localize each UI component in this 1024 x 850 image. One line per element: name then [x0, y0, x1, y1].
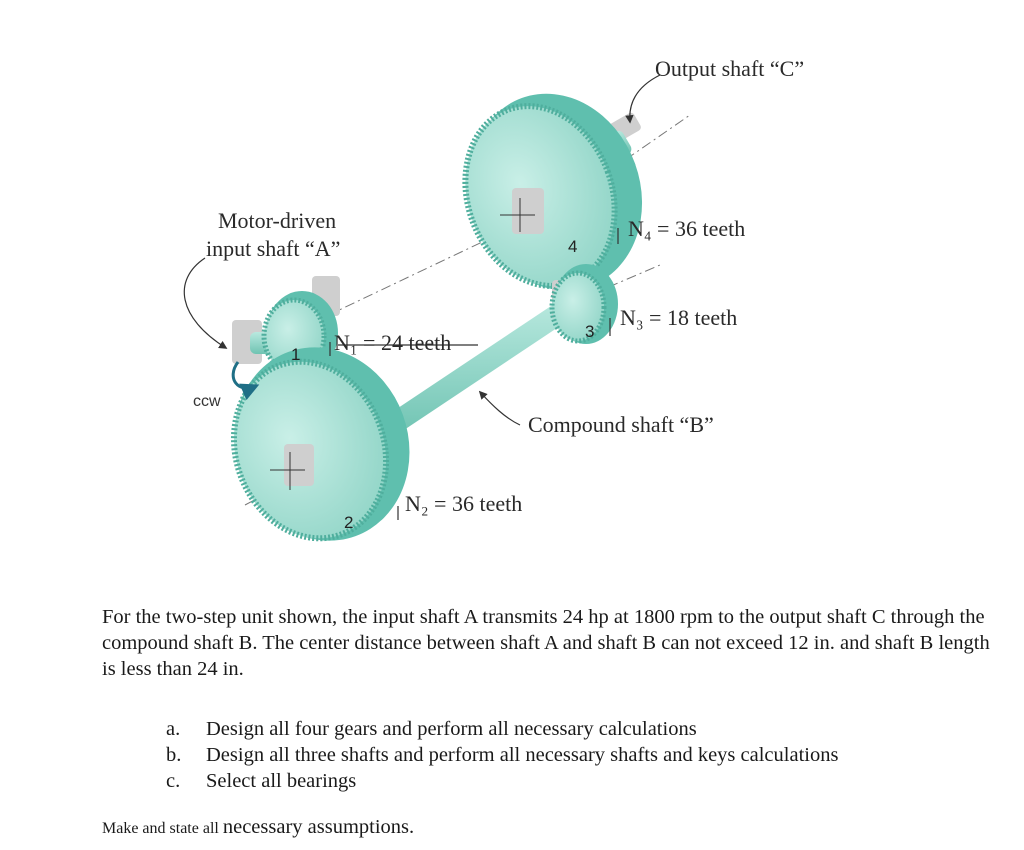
ccw-arrow: [231, 361, 260, 401]
task-item: b. Design all three shafts and perform a…: [166, 742, 838, 768]
note-prefix: Make and state all: [102, 820, 219, 837]
assumptions-note: Make and state all necessary assumptions…: [102, 816, 414, 839]
n2-label: N₂ = 36 teeth: [405, 491, 522, 516]
n3-label: N₃ = 18 teeth: [620, 305, 737, 330]
n4-label: N₄ = 36 teeth: [628, 216, 745, 241]
note-suffix: necessary assumptions.: [222, 816, 415, 838]
task-marker: c.: [166, 770, 181, 792]
task-text: Design all four gears and perform all ne…: [206, 718, 697, 740]
task-list: a. Design all four gears and perform all…: [166, 716, 838, 794]
compound-shaft-label: Compound shaft “B”: [528, 412, 714, 437]
motor-label-line2: input shaft “A”: [206, 236, 340, 261]
output-shaft-label: Output shaft “C”: [655, 56, 804, 81]
task-marker: b.: [166, 744, 182, 766]
gear-4: [462, 93, 643, 291]
gear-3: [549, 264, 618, 344]
task-item: a. Design all four gears and perform all…: [166, 716, 838, 742]
task-text: Select all bearings: [206, 770, 357, 792]
task-item: c. Select all bearings: [166, 768, 838, 794]
compound-shaft-b: [380, 300, 572, 438]
n1-label: N₁ = 24 teeth: [334, 330, 451, 355]
problem-statement: For the two-step unit shown, the input s…: [102, 606, 990, 680]
task-text: Design all three shafts and perform all …: [206, 744, 839, 766]
motor-label-line1: Motor-driven: [218, 208, 336, 233]
task-marker: a.: [166, 718, 181, 740]
gear-number-3: 3: [585, 322, 594, 341]
gear-number-1: 1: [291, 345, 300, 364]
leader-lines: [183, 74, 661, 520]
ccw-label: ccw: [193, 393, 221, 410]
gear-2: [230, 347, 410, 542]
gear-number-2: 2: [344, 513, 353, 532]
gear-train-diagram: Output shaft “C” Motor-driven input shaf…: [183, 56, 804, 542]
gear-number-4: 4: [568, 237, 577, 256]
